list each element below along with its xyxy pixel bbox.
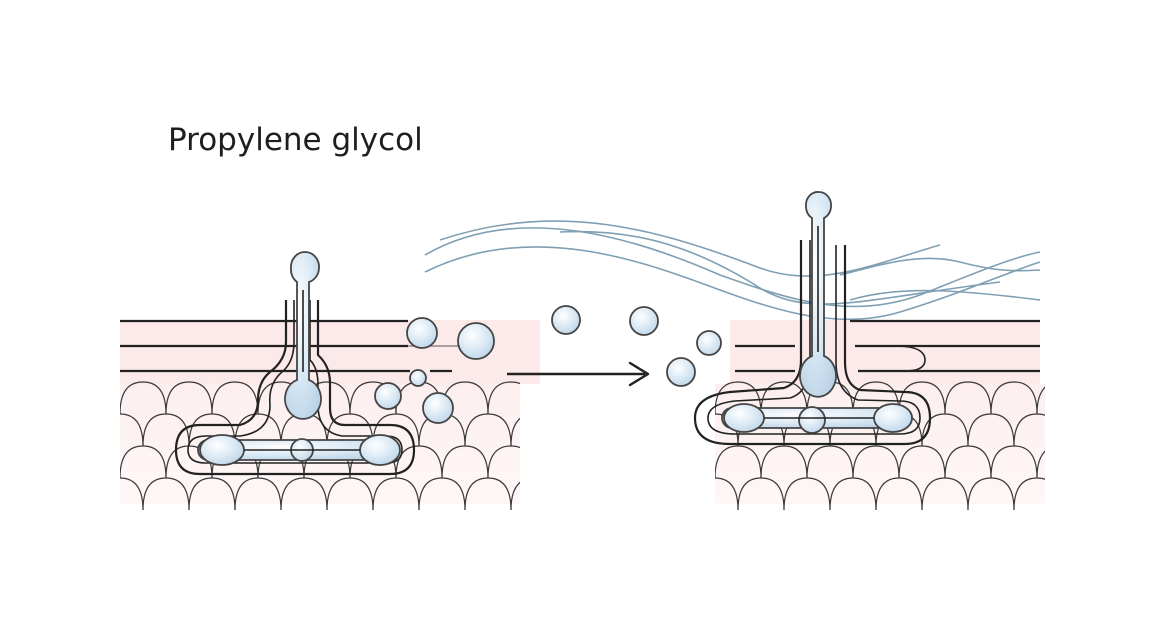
skin-cell xyxy=(418,477,466,510)
skin-cell xyxy=(967,477,1015,510)
water-droplet-icon xyxy=(409,369,427,387)
right-cell-pattern xyxy=(715,381,1129,510)
skin-cell xyxy=(120,413,144,447)
skin-cell xyxy=(806,445,854,479)
skin-cell xyxy=(1036,386,1045,415)
water-droplet-icon xyxy=(422,392,454,424)
skin-cell xyxy=(234,477,282,510)
skin-cell xyxy=(120,477,144,510)
skin-cell xyxy=(188,413,236,447)
right-humectant-molecule-icon xyxy=(693,191,932,446)
skin-cell xyxy=(829,477,877,510)
skin-cell xyxy=(510,481,520,510)
skin-cell xyxy=(487,445,520,479)
skin-cell xyxy=(120,381,167,415)
water-droplet-icon xyxy=(551,305,581,335)
skin-cell xyxy=(120,468,121,478)
skin-cell xyxy=(534,382,580,414)
skin-cell xyxy=(557,478,603,510)
skin-cell xyxy=(715,381,762,415)
skin-cell xyxy=(875,477,923,510)
skin-cell xyxy=(280,477,328,510)
skin-cell xyxy=(372,413,420,447)
skin-cell xyxy=(188,477,236,510)
skin-cell xyxy=(1036,450,1045,479)
skin-cell xyxy=(783,477,831,510)
skin-cell xyxy=(944,381,992,415)
skin-cell xyxy=(120,445,167,479)
water-droplet-icon xyxy=(374,382,402,410)
skin-cell xyxy=(120,404,121,414)
skin-cell xyxy=(715,468,716,478)
skin-cell xyxy=(557,414,603,446)
skin-cell xyxy=(990,381,1038,415)
skin-cell xyxy=(372,477,420,510)
skin-cell xyxy=(395,445,443,479)
skin-cell xyxy=(1083,382,1129,414)
skin-cell xyxy=(737,477,785,510)
left-humectant-molecule-icon xyxy=(174,251,416,476)
skin-cell xyxy=(760,381,808,415)
skin-cell xyxy=(921,477,969,510)
skin-cell xyxy=(715,445,762,479)
skin-cell xyxy=(852,445,900,479)
skin-cell xyxy=(441,445,489,479)
moisture-vapor-icon xyxy=(424,220,1041,321)
right-skin-band xyxy=(730,320,1040,384)
skin-cell xyxy=(211,381,259,415)
skin-cell xyxy=(487,381,520,415)
skin-cell xyxy=(967,413,1015,447)
skin-cell xyxy=(464,477,512,510)
water-droplet-icon xyxy=(696,330,722,356)
arrow-right-icon xyxy=(507,361,650,387)
skin-cell xyxy=(715,477,739,510)
water-droplet-icon xyxy=(457,322,495,360)
skin-cell xyxy=(1083,446,1129,478)
skin-cell xyxy=(510,417,520,447)
skin-cell xyxy=(234,413,282,447)
skin-cell xyxy=(142,477,190,510)
skin-cell xyxy=(990,445,1038,479)
skin-cell xyxy=(142,413,190,447)
left-skin-section xyxy=(120,319,603,510)
skin-cell xyxy=(1013,477,1045,510)
skin-cell xyxy=(326,477,374,510)
skin-cell xyxy=(534,446,580,478)
skin-cell xyxy=(898,445,946,479)
skin-cell xyxy=(1013,413,1045,447)
water-droplet-icon xyxy=(406,317,438,349)
skin-cell xyxy=(1060,414,1106,446)
skin-cell xyxy=(921,413,969,447)
skin-cell xyxy=(944,445,992,479)
diagram-title: Propylene glycol xyxy=(168,122,423,158)
skin-cell xyxy=(165,381,213,415)
water-droplet-icon xyxy=(629,306,659,336)
skin-cell xyxy=(1060,478,1106,510)
skin-cell xyxy=(898,381,946,415)
skin-cell xyxy=(760,445,808,479)
water-droplets-group xyxy=(374,305,722,424)
skin-cell xyxy=(464,413,512,447)
water-droplet-icon xyxy=(666,357,696,387)
